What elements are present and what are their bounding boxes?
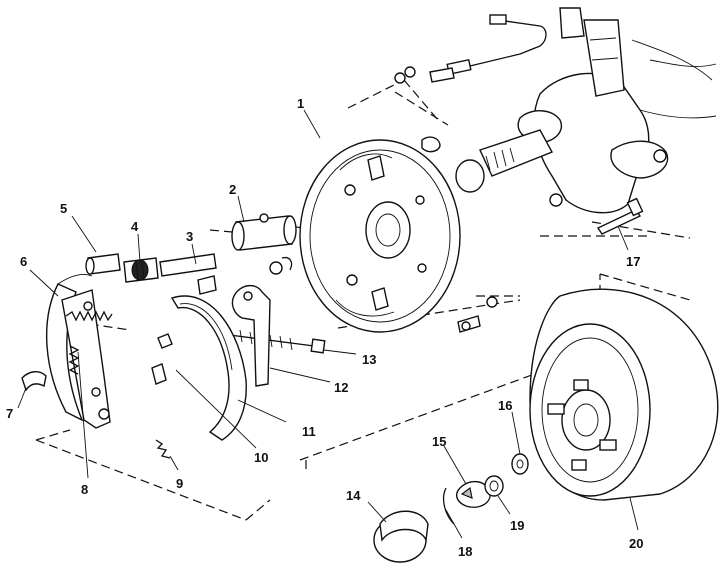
mounting-bolt xyxy=(596,197,644,235)
callout-20: 20 xyxy=(629,536,643,551)
brake-drum xyxy=(529,288,719,501)
callout-18: 18 xyxy=(458,544,472,559)
callout-16: 16 xyxy=(498,398,512,413)
callout-labels: 1 2 3 4 5 6 7 8 9 10 11 12 13 14 15 16 1… xyxy=(6,96,643,559)
callout-2: 2 xyxy=(229,182,236,197)
brake-line xyxy=(394,14,547,84)
leader-lines xyxy=(17,109,639,539)
callout-3: 3 xyxy=(186,229,193,244)
callout-5: 5 xyxy=(60,201,67,216)
callout-12: 12 xyxy=(334,380,348,395)
callout-19: 19 xyxy=(510,518,524,533)
callout-17: 17 xyxy=(626,254,640,269)
callout-8: 8 xyxy=(81,482,88,497)
callout-10: 10 xyxy=(254,450,268,465)
brake-shoe-secondary xyxy=(170,295,247,441)
brake-shoe-primary xyxy=(21,273,113,429)
grease-cap xyxy=(373,510,429,563)
hold-down-hardware xyxy=(151,333,173,459)
bearing-hardware xyxy=(442,453,529,525)
callout-6: 6 xyxy=(20,254,27,269)
adjuster-assembly xyxy=(85,253,217,295)
callout-15: 15 xyxy=(432,434,446,449)
steering-knuckle xyxy=(479,7,717,214)
callout-4: 4 xyxy=(131,219,139,234)
callout-9: 9 xyxy=(176,476,183,491)
callout-14: 14 xyxy=(346,488,361,503)
callout-7: 7 xyxy=(6,406,13,421)
callout-1: 1 xyxy=(297,96,304,111)
callout-11: 11 xyxy=(302,424,316,439)
backing-plate-bolt xyxy=(421,136,441,153)
callout-13: 13 xyxy=(362,352,376,367)
spindle-seal xyxy=(455,159,485,193)
wheel-cylinder xyxy=(231,213,297,275)
adjuster-screw xyxy=(221,329,326,354)
backing-plate xyxy=(299,139,498,333)
parking-brake-lever xyxy=(231,285,271,387)
